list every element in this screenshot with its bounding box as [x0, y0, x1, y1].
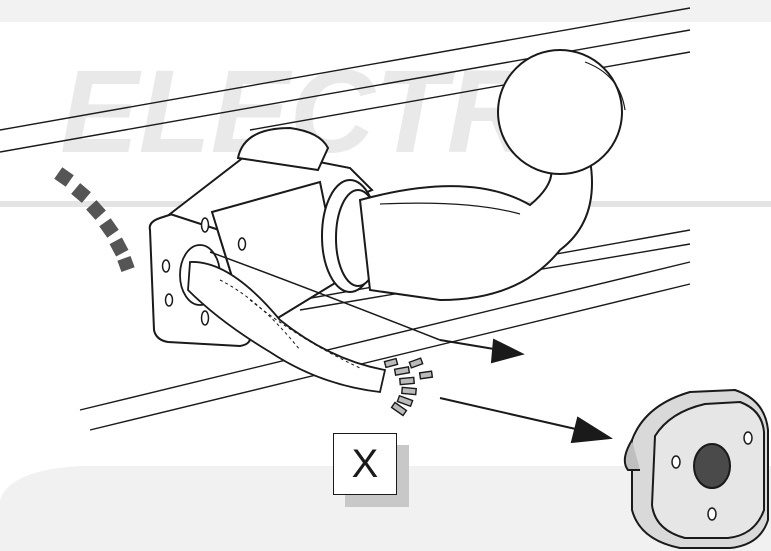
dashed-curved-arrow-icon	[54, 167, 135, 273]
wiring-harness-illustration	[187, 251, 441, 417]
top-band	[0, 0, 771, 22]
bumper-lines-upper	[0, 7, 691, 153]
direction-arrow-icon	[439, 338, 613, 444]
towbar-socket-illustration	[623, 388, 769, 549]
callout-label-x: X	[333, 433, 397, 495]
bottom-band	[0, 466, 771, 551]
